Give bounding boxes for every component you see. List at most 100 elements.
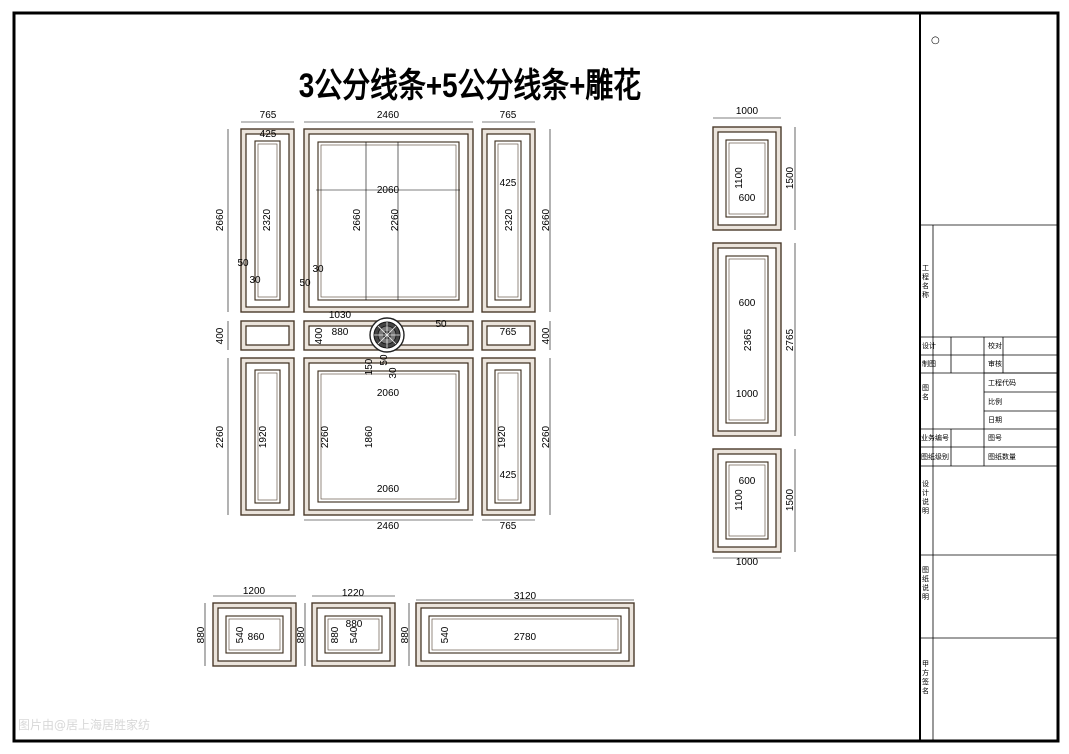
dim-label: 2060 [377,185,400,196]
dim-label: 30 [249,275,261,286]
dim-label: 2060 [377,484,400,495]
dim-label: 540 [349,626,360,643]
dim-label: 3120 [514,591,537,602]
dim-label: 1100 [734,489,745,511]
dim-label: 2320 [262,208,273,231]
dim-label: 400 [541,327,552,344]
dim-label: 30 [388,367,399,379]
dim-label: 2460 [377,521,400,532]
panel-bottom-main [303,357,474,516]
corner-mark: ○ [931,35,940,46]
panel-right-2 [712,242,782,437]
dim-label: 1100 [734,167,745,189]
dim-label: 1500 [785,166,796,189]
dim-label: 1920 [258,425,269,448]
panel-right-1 [712,126,782,231]
drawing-title: 3公分线条+5公分线条+雕花 [298,67,642,105]
dim-label: 50 [379,354,390,366]
check-label: 校对 [988,342,1002,350]
project-name-label: 工程名称 [922,264,929,299]
panel-mid-right [481,320,536,351]
dim-label: 2260 [215,425,226,448]
dim-label: 425 [260,129,277,140]
scale-label: 比例 [988,398,1002,406]
dim-label: 765 [500,327,517,338]
dim-label: 600 [739,193,756,204]
dim-label: 1200 [243,586,266,597]
review-label: 审核 [988,360,1002,368]
panel-right-3 [712,448,782,553]
signature-label: 甲方签名 [922,660,929,695]
dim-label: 880 [330,626,341,643]
title-block-grid [920,224,1058,741]
drawing-name-label: 图名 [922,384,929,401]
business-no-label: 业务编号 [921,434,949,442]
dim-label: 30 [312,264,324,275]
dim-label: 1220 [342,588,365,599]
dim-label: 1030 [329,310,352,321]
drawing-no-label: 图号 [988,434,1002,442]
dim-label: 2460 [377,110,400,121]
dim-label: 1500 [785,488,796,511]
sheet-frame [12,11,1060,743]
panel-bottom-right [481,357,536,516]
dim-label: 880 [296,626,307,643]
dimension-lines [204,117,796,666]
dim-label: 2260 [320,425,331,448]
dim-label: 540 [440,626,451,643]
dim-label: 765 [260,110,277,121]
dim-label: 880 [346,619,363,630]
dim-label: 2260 [390,208,401,231]
panel-bottom-row-3 [415,602,635,667]
project-code-label: 工程代码 [988,379,1016,387]
dim-label: 765 [500,521,517,532]
design-notes-label: 设计说明 [922,480,929,515]
panel-top-left [240,128,295,313]
dim-label: 50 [299,278,311,289]
dim-label: 50 [435,319,447,330]
dim-label: 1000 [736,389,759,400]
sheet-count-label: 图纸数量 [988,453,1016,461]
panel-bottom-row-2 [311,602,396,667]
rosette-carving [369,317,405,353]
design-label: 设计 [922,342,936,350]
dim-label: 2660 [352,208,363,231]
dim-label: 1860 [364,425,375,448]
dim-label: 880 [196,626,207,643]
dim-label: 425 [500,470,517,481]
drawn-label: 制图 [922,360,936,368]
dim-label: 2060 [377,388,400,399]
dim-label: 600 [739,476,756,487]
dim-label: 2260 [541,425,552,448]
dim-label: 2660 [541,208,552,231]
dim-label: 1920 [497,425,508,448]
panel-bottom-left [240,357,295,516]
dimension-labels: 765 425 2460 765 2660 2320 2660 2260 206… [196,106,796,643]
dim-label: 540 [235,626,246,643]
dim-label: 2660 [215,208,226,231]
dim-label: 1000 [736,106,759,117]
dim-label: 2780 [514,632,537,643]
dim-label: 1000 [736,557,759,568]
dim-label: 860 [248,632,265,643]
dim-label: 2365 [743,328,754,351]
dim-label: 150 [364,358,375,375]
dim-label: 2765 [785,328,796,351]
dim-label: 765 [500,110,517,121]
date-label: 日期 [988,416,1002,424]
dim-label: 400 [314,327,325,344]
dim-label: 425 [500,178,517,189]
panel-top-right [481,128,536,313]
panel-bottom-row-1 [212,602,297,667]
dim-label: 600 [739,298,756,309]
drawing-notes-label: 图纸说明 [922,566,929,601]
dim-label: 2320 [504,208,515,231]
panel-top-main [303,128,474,313]
panel-mid-left [240,320,295,351]
category-label: 图纸级别 [921,453,949,461]
dim-label: 880 [332,327,349,338]
dim-label: 50 [237,258,249,269]
watermark: 图片由@居上海居胜家纺 [18,718,151,732]
dim-label: 400 [215,327,226,344]
